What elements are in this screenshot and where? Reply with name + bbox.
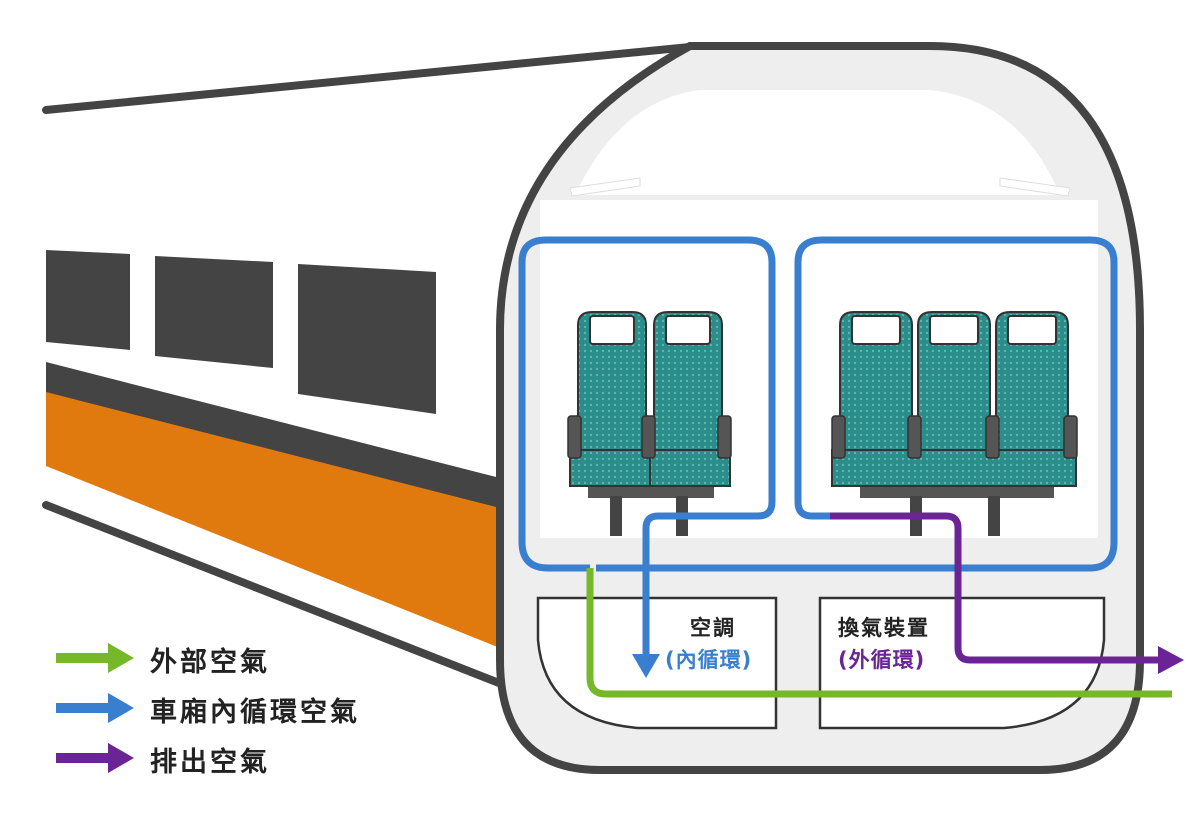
seat-armrest [1063,415,1078,459]
train-window [155,256,273,368]
seat-headrest [929,315,979,345]
seat-headrest [851,315,901,345]
ceiling-light [999,177,1071,197]
legend-label-outside-air: 外部空氣 [150,647,270,678]
seat-headrest [665,315,711,345]
ac-unit-subtitle: (內循環) [665,648,753,672]
seat-headrest [1007,315,1057,345]
seat [567,311,655,487]
seat-armrest [717,415,732,459]
train-roof-line [42,42,704,114]
ceiling-light [569,177,641,197]
outside-air-path [586,568,1172,698]
cabin-circulation-loop-right [596,236,1118,572]
seat-armrest [907,415,922,459]
train-window [298,264,436,414]
seat-cushion [831,449,1077,487]
cabin-circulation-arrowhead [632,654,660,678]
train-orange-stripe [46,392,500,648]
exhaust-air-path [830,512,1160,664]
legend-arrow-cabin-circulation [56,693,134,723]
seat [641,311,732,487]
seat-headrest [589,315,635,345]
seat-frame [588,484,714,498]
seat-leg [988,496,1000,536]
legend-label-exhaust: 排出空氣 [150,747,270,778]
seat [917,311,991,451]
train-window [46,250,130,350]
seat-armrest [641,415,656,459]
seat-armrest [831,415,846,459]
seat-frame [860,484,1054,498]
seat [995,311,1069,451]
seat-group-right [831,311,1078,536]
seat [839,311,913,451]
legend-arrow-outside-air [56,643,134,673]
seat-leg [610,496,622,536]
legend-arrow-exhaust [56,743,134,773]
exhaust-arrowhead [1158,646,1184,674]
ventilation-unit-title: 換氣裝置 [838,616,930,640]
cabin-circulation-loop-left [518,236,776,660]
seat-armrest [567,415,582,459]
cabin-ceiling [575,90,1060,195]
ac-unit-title: 空調 [690,616,736,640]
ventilation-unit-subtitle: (外循環) [838,648,926,672]
seat-armrest [985,415,1000,459]
seat-group-left [567,311,732,536]
legend-label-cabin-circulation: 車廂內循環空氣 [150,697,360,728]
